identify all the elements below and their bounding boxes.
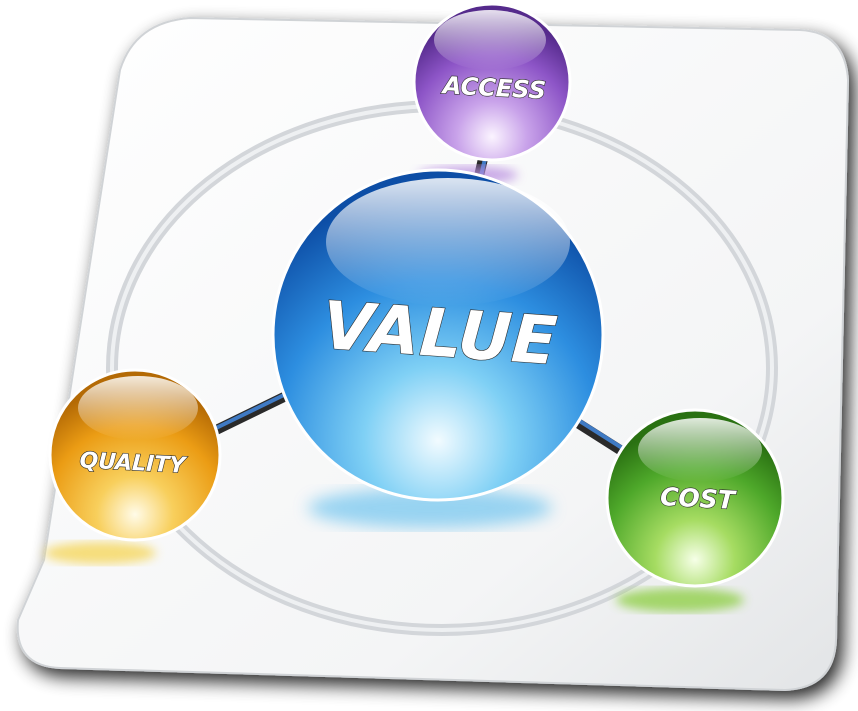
access-node: ACCESS bbox=[412, 2, 572, 162]
quality-node: QUALITY bbox=[48, 368, 222, 542]
value-label: VALUE bbox=[320, 287, 560, 380]
value-node: VALUE bbox=[271, 168, 605, 502]
cost-node: COST bbox=[605, 408, 785, 588]
access-label: ACCESS bbox=[440, 71, 546, 104]
cost-label: COST bbox=[659, 482, 737, 515]
quality-label: QUALITY bbox=[79, 448, 188, 479]
